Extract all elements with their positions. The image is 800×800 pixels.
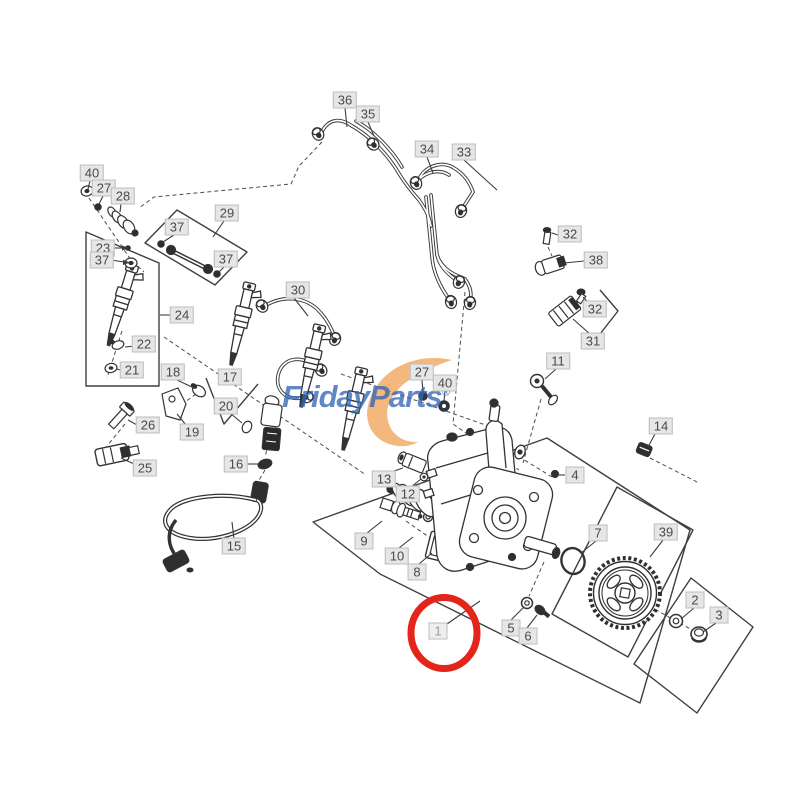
part-label-7[interactable]: 7: [588, 524, 608, 542]
sensor-17: [260, 395, 283, 452]
part-label-32[interactable]: 32: [557, 225, 583, 243]
chevron-32: [599, 289, 619, 335]
part-label-33[interactable]: 33: [451, 143, 477, 161]
plug-16: [257, 458, 273, 470]
panel-gear-box: [551, 486, 694, 658]
part-label-19[interactable]: 19: [179, 423, 205, 441]
part-label-6[interactable]: 6: [518, 627, 538, 645]
part-label-3[interactable]: 3: [709, 606, 729, 624]
part-label-22[interactable]: 22: [131, 335, 157, 353]
part-label-18[interactable]: 18: [160, 363, 186, 381]
connector-25: [94, 442, 140, 467]
drive-gear-drawing: [588, 556, 662, 630]
nut-40-mid: [438, 400, 450, 412]
part-label-27[interactable]: 27: [409, 363, 435, 381]
part-label-27[interactable]: 27: [91, 179, 117, 197]
part-label-24[interactable]: 24: [169, 306, 195, 324]
panel-washer-box: [633, 577, 754, 714]
part-label-35[interactable]: 35: [355, 105, 381, 123]
stud-29: [157, 240, 221, 278]
fitting-28: [107, 206, 139, 237]
part-label-8[interactable]: 8: [407, 563, 427, 581]
part-label-15[interactable]: 15: [221, 537, 247, 555]
washer-5: [520, 596, 534, 610]
part-label-40[interactable]: 40: [79, 164, 105, 182]
chevron-17: [205, 377, 259, 425]
part-label-40[interactable]: 40: [432, 374, 458, 392]
watermark-swoosh: [367, 358, 452, 447]
bracket-31: [548, 295, 582, 327]
bolt-27: [94, 203, 102, 211]
part-label-31[interactable]: 31: [580, 332, 606, 350]
part-label-20[interactable]: 20: [213, 397, 239, 415]
part-label-13[interactable]: 13: [371, 470, 397, 488]
bolt-32-lower: [575, 288, 587, 305]
nut-3: [690, 626, 708, 643]
bolt-26: [107, 401, 135, 430]
part-label-2[interactable]: 2: [685, 591, 705, 609]
sensor-11: [529, 373, 559, 406]
seal-20: [241, 420, 253, 434]
part-label-29[interactable]: 29: [214, 204, 240, 222]
part-label-14[interactable]: 14: [648, 417, 674, 435]
bolt-6: [534, 604, 551, 619]
fitting-13: [397, 451, 427, 474]
fitting-18: [190, 383, 207, 398]
sensor-9: [379, 497, 423, 521]
fitting-22: [109, 339, 125, 350]
bolt-32-top: [542, 227, 552, 246]
wiring-harness-15: [162, 480, 269, 573]
part-label-21[interactable]: 21: [119, 361, 145, 379]
part-label-30[interactable]: 30: [285, 281, 311, 299]
part-label-17[interactable]: 17: [217, 368, 243, 386]
part-label-12[interactable]: 12: [395, 485, 421, 503]
part-label-38[interactable]: 38: [583, 251, 609, 269]
nut-21: [104, 362, 118, 374]
part-label-1[interactable]: 1: [428, 622, 448, 640]
sensor-38: [534, 254, 567, 276]
oring-7: [560, 546, 586, 576]
part-label-37[interactable]: 37: [213, 250, 239, 268]
part-label-4[interactable]: 4: [565, 466, 585, 484]
part-label-39[interactable]: 39: [653, 523, 679, 541]
part-label-10[interactable]: 10: [384, 547, 410, 565]
part-label-36[interactable]: 36: [332, 91, 358, 109]
part-label-11[interactable]: 11: [546, 352, 570, 370]
part-label-16[interactable]: 16: [223, 455, 249, 473]
bracket-19: [161, 387, 187, 421]
part-label-37[interactable]: 37: [89, 251, 115, 269]
part-label-32[interactable]: 32: [582, 300, 608, 318]
part-label-26[interactable]: 26: [135, 416, 161, 434]
part-label-34[interactable]: 34: [414, 140, 440, 158]
screw-4: [550, 469, 560, 479]
panel-injector-box-24: [85, 231, 160, 387]
part-label-37[interactable]: 37: [164, 218, 190, 236]
washer-2: [668, 613, 684, 629]
part-label-9[interactable]: 9: [354, 532, 374, 550]
part-label-28[interactable]: 28: [110, 187, 136, 205]
part-label-25[interactable]: 25: [132, 459, 158, 477]
